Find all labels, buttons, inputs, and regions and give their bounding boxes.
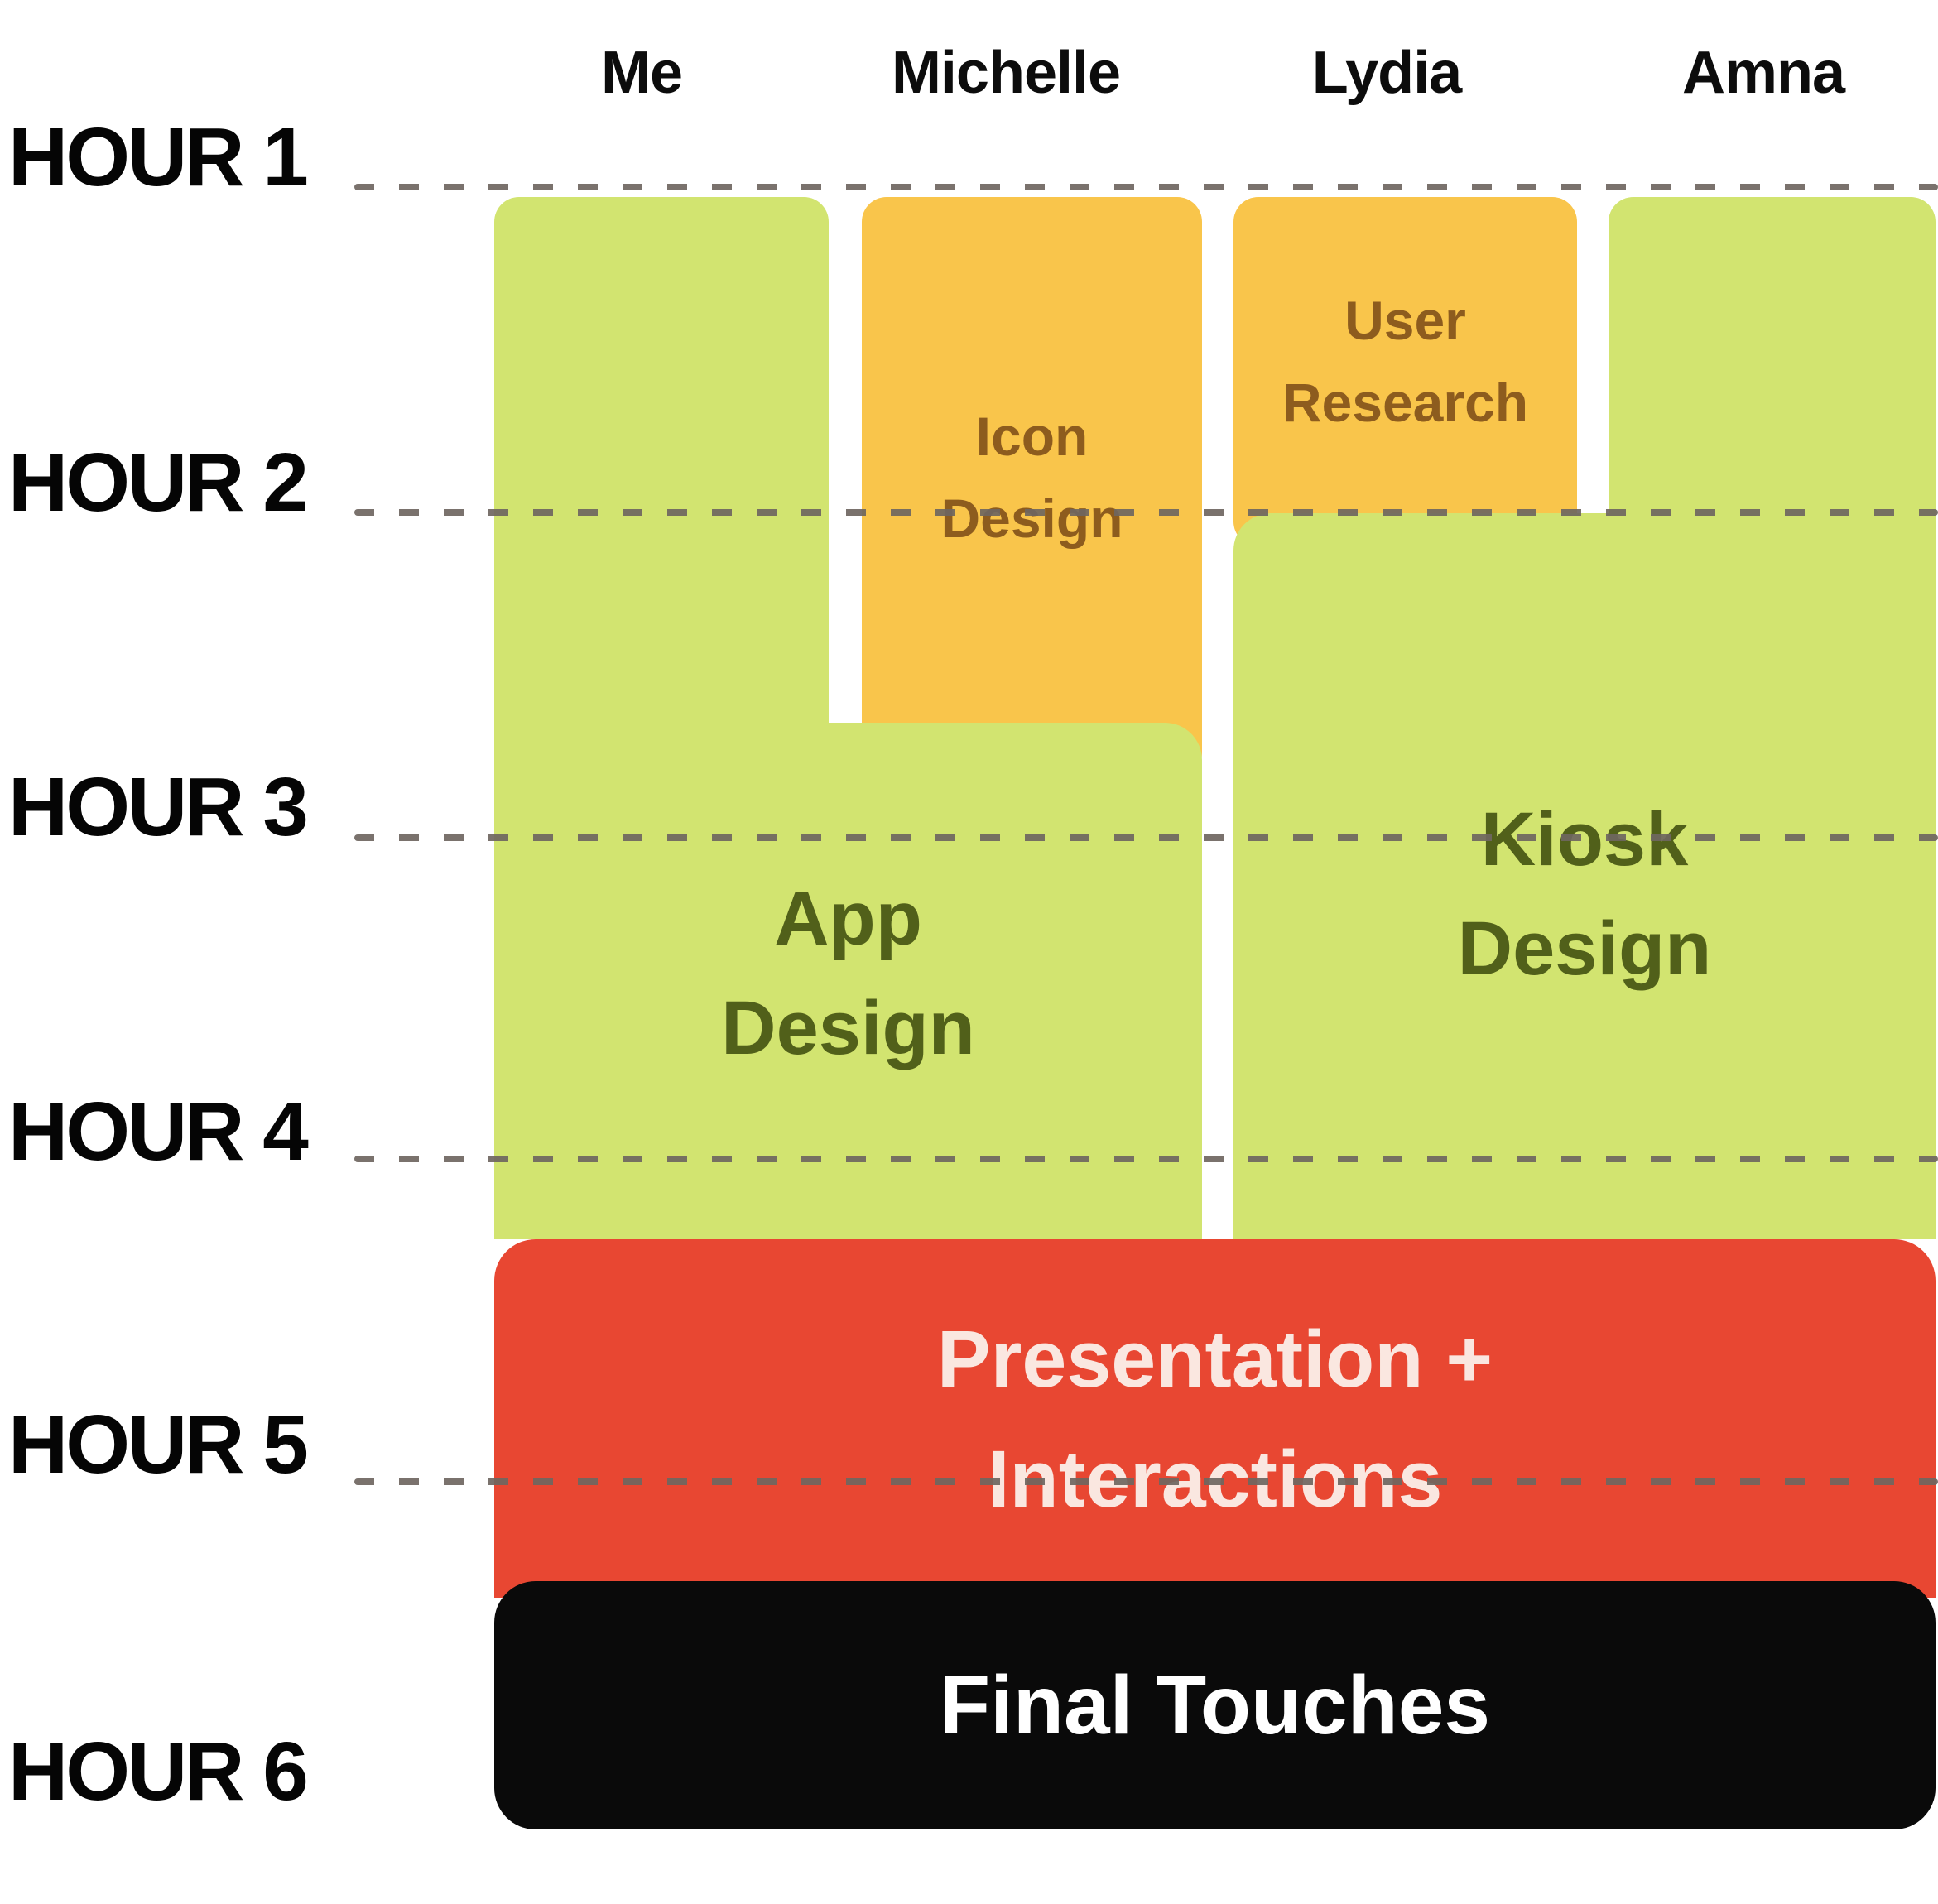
hour-label-1: HOUR 1 (8, 111, 309, 204)
hour-gridline-5 (354, 1478, 1938, 1485)
hour-label-6: HOUR 6 (8, 1725, 309, 1818)
hour-gridline-2 (354, 509, 1938, 516)
task-label-line: Design (1457, 906, 1712, 991)
task-label-final-touches: Final Touches (940, 1659, 1490, 1752)
task-block-app-design-merged (494, 723, 1202, 1239)
hour-gridline-4 (354, 1156, 1938, 1162)
task-block-icon-design (862, 197, 1202, 778)
task-label-app-design: App Design (494, 864, 1202, 1083)
task-block-presentation-interactions: Presentation + Interactions (494, 1239, 1936, 1598)
task-block-kiosk-design-merged (1233, 513, 1936, 1239)
hour-label-5: HOUR 5 (8, 1398, 309, 1491)
column-header-me: Me (600, 40, 683, 106)
task-label-line: Design (721, 986, 975, 1070)
task-label-icon-design: Icon Design (862, 396, 1202, 560)
hour-gridline-3 (354, 834, 1938, 841)
column-header-lydia: Lydia (1311, 40, 1462, 106)
task-label-user-research: User Research (1233, 280, 1577, 444)
hour-label-4: HOUR 4 (8, 1085, 309, 1178)
task-block-user-research (1233, 197, 1577, 546)
column-header-michelle: Michelle (891, 40, 1121, 106)
column-header-amna: Amna (1681, 40, 1845, 106)
task-label-line: Design (940, 488, 1123, 549)
task-label-line: User (1344, 290, 1466, 351)
hour-label-3: HOUR 3 (8, 761, 309, 853)
task-label-presentation-line1: Presentation + (936, 1313, 1493, 1404)
hour-label-2: HOUR 2 (8, 436, 309, 529)
task-block-final-touches: Final Touches (494, 1581, 1936, 1829)
task-label-line: Icon (975, 406, 1089, 467)
task-label-line: Research (1282, 372, 1529, 433)
task-label-line: App (774, 877, 922, 961)
hour-gridline-1 (354, 184, 1938, 190)
task-label-kiosk-design: Kiosk Design (1233, 785, 1936, 1003)
